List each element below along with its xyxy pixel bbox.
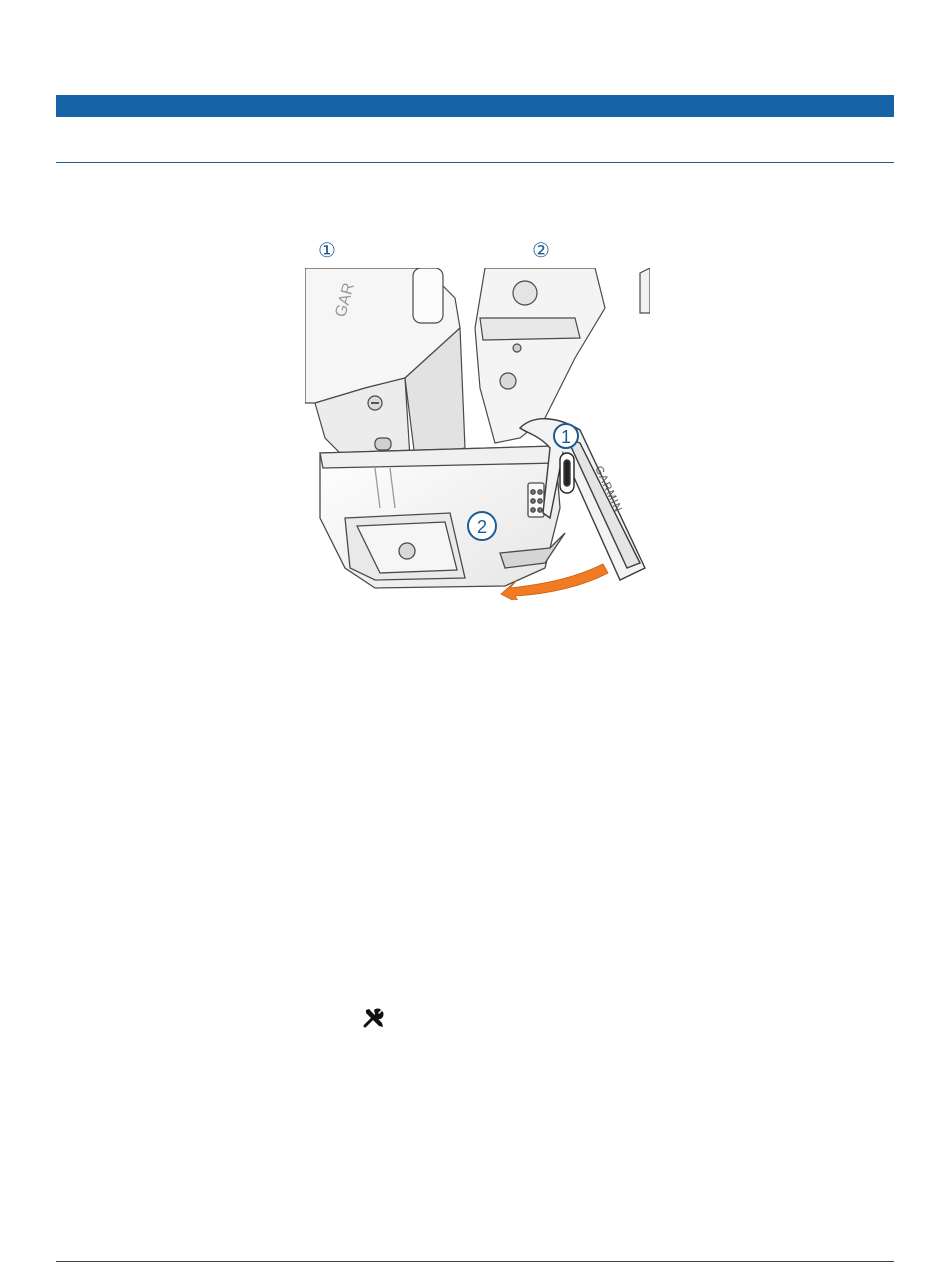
right-strap <box>475 268 650 443</box>
wrench-screwdriver-icon <box>362 1006 386 1030</box>
footer-divider <box>56 1261 894 1262</box>
callout-label-2: ② <box>532 240 550 260</box>
header-bar <box>56 95 894 117</box>
callout-in-1: 1 <box>561 427 571 447</box>
left-strap <box>305 268 465 458</box>
device-illustration: GAR GARMIN 1 2 <box>305 268 650 600</box>
callout-in-2: 2 <box>477 517 487 537</box>
device-body <box>320 446 565 588</box>
section-divider <box>56 162 894 163</box>
callout-label-1: ① <box>318 240 336 260</box>
